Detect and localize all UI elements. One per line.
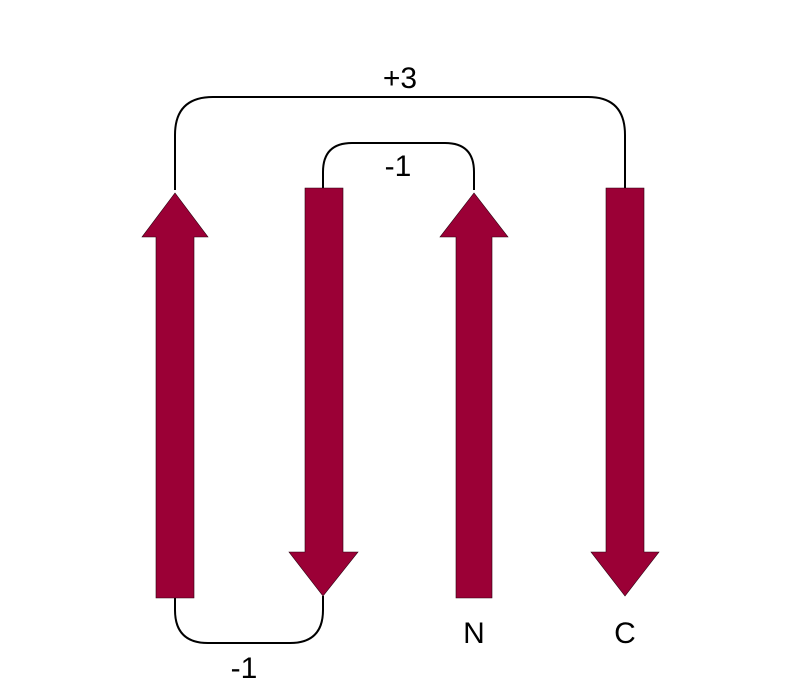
n-terminus-label: N (463, 617, 485, 650)
strand-2-arrow-down (288, 187, 359, 597)
c-terminus-label: C (614, 617, 636, 650)
connector-plus3 (174, 96, 626, 190)
strand-4-arrow-down (590, 187, 660, 597)
connector-bottom-minus1 (174, 596, 324, 644)
strand-1-arrow-up (141, 192, 209, 599)
connection-label-plus3: +3 (383, 62, 417, 95)
connection-label-bottom-minus1: -1 (231, 652, 258, 685)
strand-3-arrow-up (439, 192, 509, 599)
connector-top-minus1 (322, 142, 475, 190)
connection-label-top-minus1: -1 (385, 150, 412, 183)
